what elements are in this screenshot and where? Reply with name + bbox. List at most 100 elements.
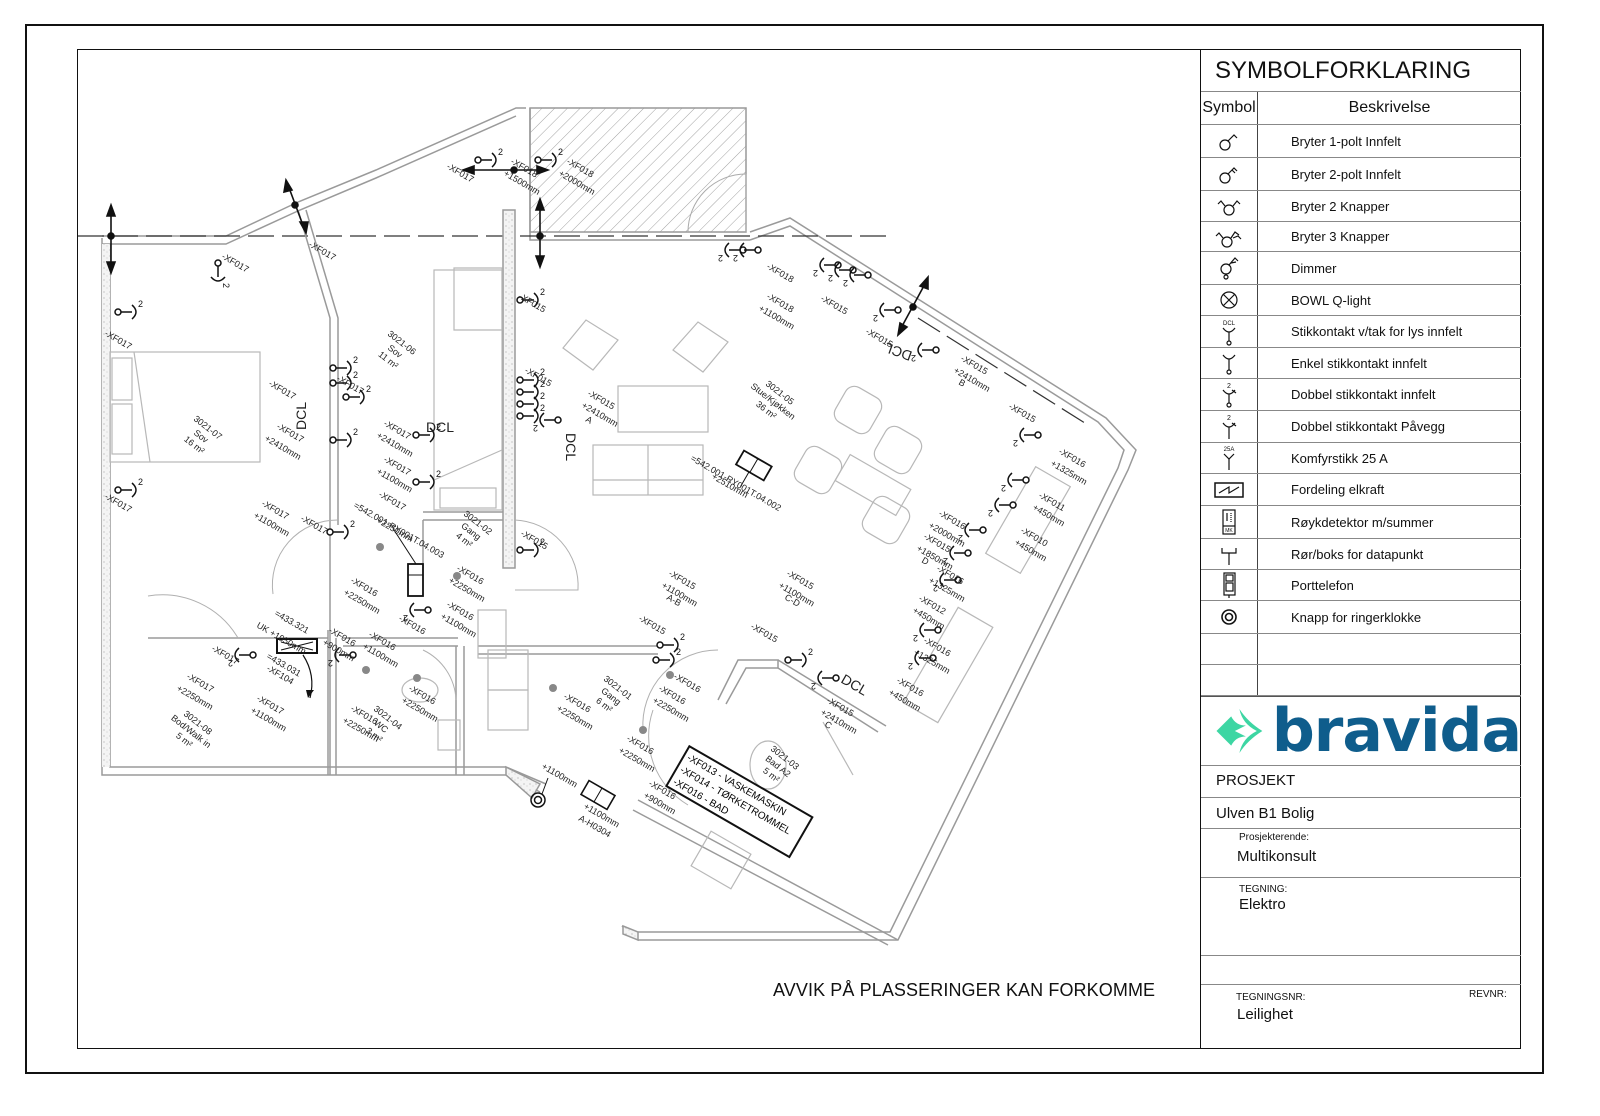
legend-empty-symbol (1201, 665, 1258, 695)
dcl-label: DCL (426, 419, 454, 435)
svg-text:2: 2 (540, 367, 545, 377)
legend-row (1201, 634, 1521, 665)
svg-text:2: 2 (908, 661, 913, 671)
socket-outlet-icon: 2 (1013, 427, 1042, 448)
project-name-row: Ulven B1 Bolig (1201, 798, 1521, 829)
legend-title: SYMBOLFORKLARING (1201, 49, 1521, 92)
socket-outlet-icon: 2 (114, 477, 143, 498)
socket-outlet-icon: 2 (516, 403, 545, 424)
circuit-annotation: -XF017 (445, 161, 476, 184)
circuit-annotation: -XF015 (749, 621, 780, 644)
legend-row: Bryter 3 Knapper (1201, 222, 1521, 252)
distribution-board (276, 638, 318, 699)
svg-text:2: 2 (913, 633, 918, 643)
svg-text:2: 2 (353, 370, 358, 380)
legend-description (1258, 634, 1521, 664)
svg-text:2: 2 (1001, 483, 1006, 493)
legend-description: Porttelefon (1291, 577, 1354, 593)
svg-text:2: 2 (718, 253, 723, 263)
doorbell (530, 777, 549, 808)
circuit-annotation: -XF017 (220, 251, 251, 274)
legend-description: Fordeling elkraft (1291, 482, 1385, 497)
circuit-annotation: -XF017 (307, 239, 338, 262)
svg-text:2: 2 (328, 658, 333, 668)
svg-text:2: 2 (228, 658, 233, 668)
door-phone-icon (1201, 570, 1258, 600)
brand-name: bravida (1271, 696, 1522, 766)
svg-text:2: 2 (813, 268, 818, 278)
socket-outlet-icon: 2 (908, 650, 937, 671)
socket-outlet-icon: 2 (326, 519, 355, 540)
interior-walls (148, 209, 899, 946)
svg-text:2: 2 (498, 147, 503, 157)
svg-text:DCL: DCL (1223, 321, 1236, 327)
socket-outlet-icon: 2 (933, 572, 962, 593)
svg-text:2: 2 (436, 469, 441, 479)
circuit-annotation: -XF017 (210, 643, 241, 666)
circuit-annotation: -XF015 (1007, 401, 1038, 424)
legend-row: Bryter 2 Knapper (1201, 191, 1521, 222)
smoke-detector-gang (393, 529, 424, 597)
drawing-value: Elektro (1239, 896, 1286, 913)
sheet-outer-border (25, 24, 1544, 1074)
circuit-annotation: -XF017 (377, 489, 408, 512)
floor-plan-drawing: -XF013 - VASKEMASKIN -XF014 - TØRKETROMM… (78, 107, 1137, 946)
legend-col-description: Beskrivelse (1348, 99, 1431, 116)
svg-text:2: 2 (911, 353, 916, 363)
drawing-number-label: TEGNINGSNR: (1236, 992, 1306, 1003)
socket-outlet-icon: 2 (412, 422, 441, 443)
svg-text:2: 2 (1013, 438, 1018, 448)
socket-outlet-icon: 2 (114, 299, 143, 320)
designer-row: Prosjekterende: Multikonsult (1201, 829, 1521, 878)
dcl-label: DCL (839, 671, 871, 699)
floor-plan: -XF013 - VASKEMASKIN -XF014 - TØRKETROMM… (78, 50, 1200, 1048)
legend-row: Enkel stikkontakt innfelt (1201, 348, 1521, 379)
svg-text:2: 2 (676, 647, 681, 657)
project-name: Ulven B1 Bolig (1216, 805, 1315, 822)
doorbell-button-icon (1201, 601, 1258, 633)
legend-description: Bryter 2 Knapper (1291, 198, 1390, 214)
socket-outlet-icon: 2 (843, 267, 872, 288)
legend-row: Knapp for ringerklokke (1201, 601, 1521, 634)
circuit-annotation: -XF017 (267, 378, 298, 401)
revision-label: REVNR: (1469, 989, 1507, 1000)
legend-row: Porttelefon (1201, 570, 1521, 601)
circuit-annotation: B (957, 377, 967, 389)
exterior-walls (101, 107, 1137, 942)
socket-outlet-icon: 2 (733, 242, 762, 263)
socket-outlet-icon: 2 (873, 302, 902, 323)
socket-outlet-icon: 2 (958, 522, 987, 543)
switch-2button-icon (1201, 191, 1258, 221)
double-socket-flush-icon: 2 (1201, 379, 1258, 410)
legend-row: Bryter 1-polt Innfelt (1201, 125, 1521, 158)
blank-row (1201, 956, 1521, 985)
door-phone (579, 779, 617, 811)
circuit-annotation: -XF015 (523, 365, 554, 388)
legend-description: BOWL Q-light (1291, 292, 1371, 308)
bravida-mark-icon (1216, 708, 1263, 754)
legend-description: Dobbel stikkontakt Påvegg (1291, 419, 1445, 434)
circuit-annotation: -XF018 (765, 261, 796, 284)
svg-text:2: 2 (540, 287, 545, 297)
door-swings (147, 519, 719, 806)
circuit-annotation: -XF016 (397, 613, 428, 636)
socket-outlet-icon: 2 (718, 242, 747, 263)
svg-text:2: 2 (1227, 415, 1231, 422)
legend-description: Komfyrstikk 25 A (1291, 450, 1388, 466)
socket-outlet-icon: 2 (210, 259, 231, 288)
legend-description: Dimmer (1291, 260, 1337, 276)
smoke-detector-icon: MK (1201, 506, 1258, 538)
legend-row: Bryter 2-polt Innfelt (1201, 158, 1521, 191)
socket-outlet-icon: 2 (474, 147, 503, 168)
socket-outlet-icon: 2 (943, 545, 972, 566)
